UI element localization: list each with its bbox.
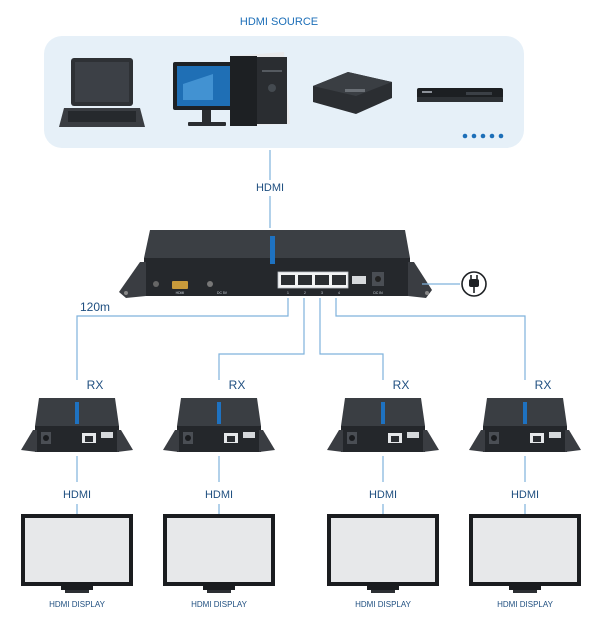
rx-receiver-device: [327, 398, 439, 452]
more-dot: [471, 133, 477, 139]
hdmi-display-icon: [21, 514, 133, 593]
receiver-link-label: HDMI: [511, 489, 539, 501]
receiver-label: RX: [535, 378, 552, 392]
receiver-unit-4: RX HDMI HDMI DISPLAY: [469, 378, 581, 609]
more-dot: [480, 133, 486, 139]
rx-receiver-device: [21, 398, 133, 452]
hdmi-display-icon: [163, 514, 275, 593]
source-link-label: HDMI: [256, 182, 284, 194]
splitter-port-number: 2: [304, 291, 306, 295]
splitter-dc-label: DC 5V: [217, 291, 228, 295]
receiver-link-label: HDMI: [369, 489, 397, 501]
laptop-icon: [59, 58, 145, 127]
receiver-label: RX: [87, 378, 104, 392]
display-label: HDMI DISPLAY: [49, 600, 106, 609]
splitter-port-number: 4: [338, 291, 340, 295]
receiver-link-label: HDMI: [205, 489, 233, 501]
hdmi-display-icon: [469, 514, 581, 593]
more-devices-dots: [462, 133, 504, 139]
media-box-icon: [313, 72, 392, 114]
hdmi-display-icon: [327, 514, 439, 593]
receiver-label: RX: [229, 378, 246, 392]
power-plug-icon: [461, 271, 487, 297]
receiver-unit-3: RX HDMI HDMI DISPLAY: [327, 378, 439, 609]
splitter-port-number: 1: [287, 291, 289, 295]
splitter-dc-in-label: DC IN: [373, 291, 383, 295]
receiver-link-label: HDMI: [63, 489, 91, 501]
more-dot: [498, 133, 504, 139]
splitter-port-number: 3: [321, 291, 323, 295]
display-label: HDMI DISPLAY: [497, 600, 554, 609]
receiver-unit-1: RX HDMI HDMI DISPLAY: [21, 378, 133, 609]
receiver-group: RX HDMI HDMI DISPLAY RX HDMI HDMI DISPLAY RX HD…: [21, 378, 581, 609]
rx-receiver-device: [469, 398, 581, 452]
desktop-pc-icon: [173, 52, 290, 126]
splitter-hdmi-port-label: HDMI: [176, 291, 185, 295]
hdmi-splitter-transmitter: HDMI DC 5V DC IN 1 2 3 4: [119, 230, 432, 298]
dvd-player-icon: [417, 88, 503, 102]
distribution-lines: [76, 298, 526, 380]
cable-length-label: 120m: [80, 300, 110, 314]
more-dot: [489, 133, 495, 139]
display-label: HDMI DISPLAY: [355, 600, 412, 609]
receiver-label: RX: [393, 378, 410, 392]
display-label: HDMI DISPLAY: [191, 600, 248, 609]
more-dot: [462, 133, 468, 139]
source-title: HDMI SOURCE: [240, 16, 318, 28]
rx-receiver-device: [163, 398, 275, 452]
receiver-unit-2: RX HDMI HDMI DISPLAY: [163, 378, 275, 609]
